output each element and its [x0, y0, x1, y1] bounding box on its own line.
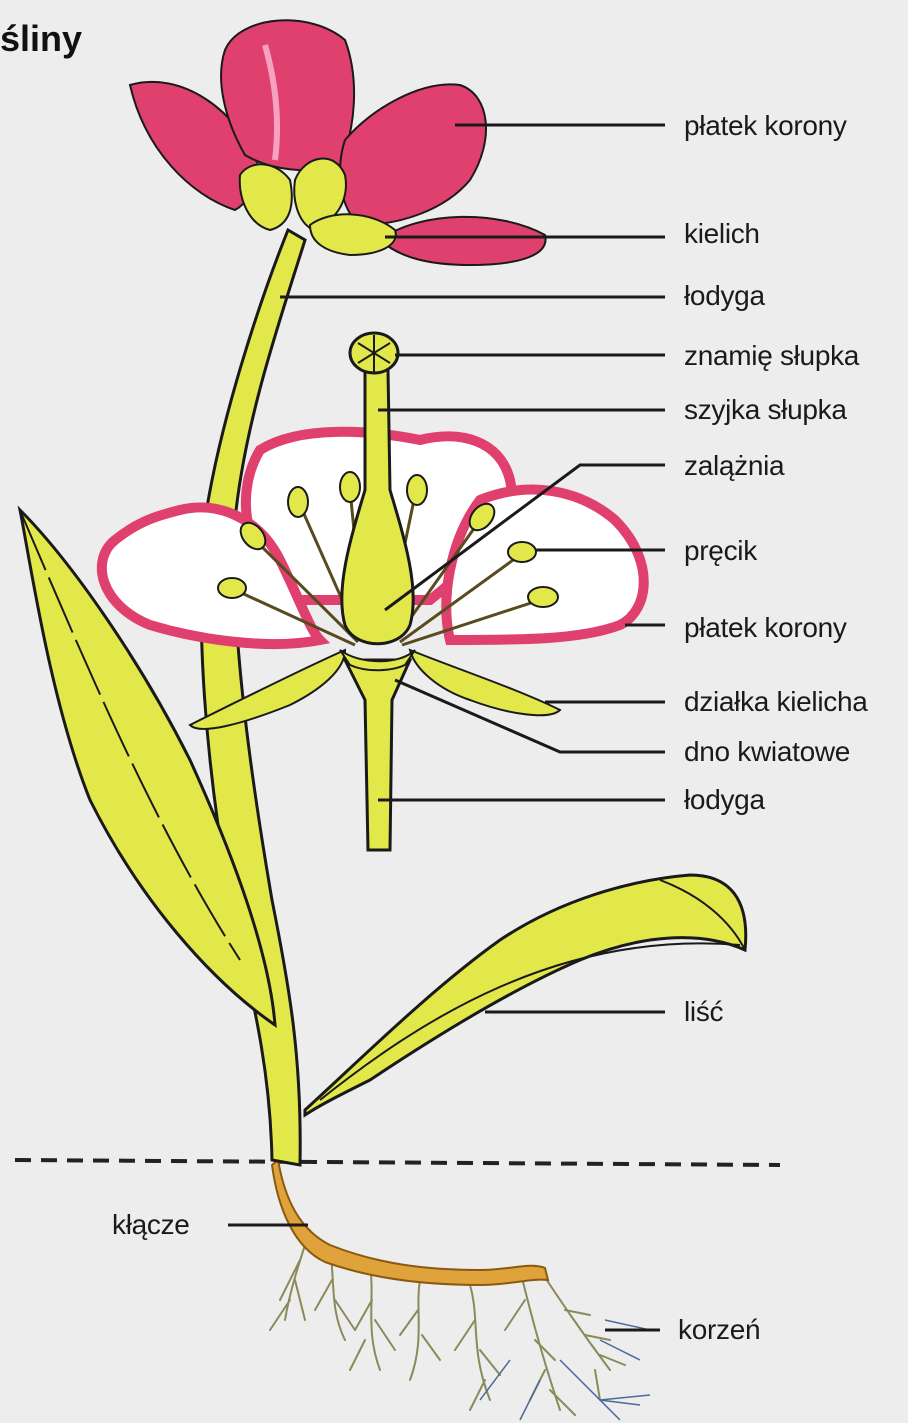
label-znamie-slupka: znamię słupka — [684, 340, 859, 372]
label-platek-korony-top: płatek korony — [684, 110, 847, 142]
label-dzialka-kielicha: działka kielicha — [684, 686, 868, 718]
label-zalazina: zalążnia — [684, 450, 784, 482]
rhizome — [272, 1160, 548, 1285]
label-kielich: kielich — [684, 218, 760, 250]
soil-line — [15, 1160, 780, 1165]
label-lodyga-main: łodyga — [684, 280, 765, 312]
label-platek-korony-section: płatek korony — [684, 612, 847, 644]
label-klacze: kłącze — [112, 1209, 190, 1241]
label-lodyga-section: łodyga — [684, 784, 765, 816]
label-szyjka-slupka: szyjka słupka — [684, 394, 847, 426]
right-leaf — [305, 875, 746, 1115]
label-lisc: liść — [684, 996, 723, 1028]
label-precik: pręcik — [684, 535, 757, 567]
label-korzen: korzeń — [678, 1314, 760, 1346]
label-dno-kwiatowe: dno kwiatowe — [684, 736, 850, 768]
top-flower — [130, 20, 546, 265]
